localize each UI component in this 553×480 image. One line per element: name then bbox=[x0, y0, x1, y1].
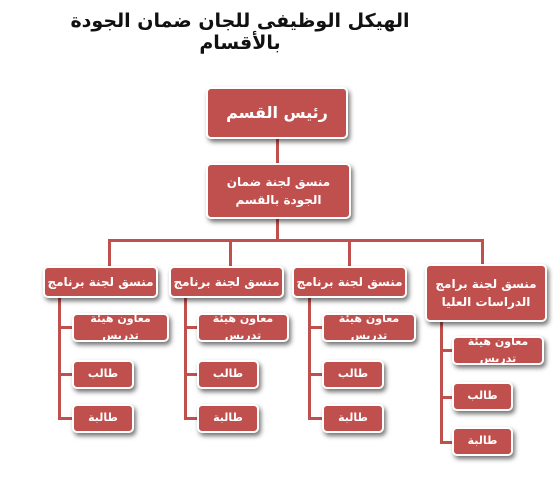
chart-title: الهيكل الوظيفى للجان ضمان الجودة بالأقسا… bbox=[70, 10, 410, 54]
connector-drop-branch-2 bbox=[229, 239, 232, 266]
connector-stub-branch-0-sub-1 bbox=[440, 396, 454, 399]
connector-drop-branch-1 bbox=[348, 239, 351, 266]
connector-stub-branch-3-sub-2 bbox=[58, 417, 74, 420]
connector-drop-branch-3 bbox=[108, 239, 111, 266]
female-student-label: طالبة bbox=[88, 411, 118, 425]
connector-stub-branch-1-sub-2 bbox=[308, 417, 324, 420]
connector-coordinator-bus bbox=[276, 219, 279, 241]
quality-coordinator-label-line1: منسق لجنة ضمان bbox=[226, 175, 331, 189]
male-student-label: طالب bbox=[337, 367, 369, 381]
connector-spine-branch-0 bbox=[440, 318, 443, 443]
department-head-label: رئيس القسم bbox=[226, 103, 328, 122]
female-student-label: طالبة bbox=[213, 411, 243, 425]
program-coordinator-label: منسق لجنة برامج bbox=[435, 277, 537, 291]
male-student-box: طالب bbox=[452, 382, 513, 411]
department-head-box: رئيس القسم bbox=[206, 87, 348, 139]
connector-spine-branch-1 bbox=[308, 298, 311, 420]
program-coordinator-label: منسق لجنة برنامج bbox=[173, 275, 280, 289]
assistant-staff-box: معاون هيئة تدريس bbox=[322, 312, 416, 342]
program-coordinator-box: منسق لجنة برنامج bbox=[43, 266, 158, 298]
male-student-box: طالب bbox=[322, 360, 384, 389]
connector-stub-branch-2-sub-1 bbox=[184, 373, 199, 376]
program-coordinator-box: منسق لجنة برامج الدراسات العليا bbox=[425, 264, 547, 322]
connector-stub-branch-3-sub-0 bbox=[58, 326, 74, 329]
male-student-label: طالب bbox=[212, 367, 244, 381]
male-student-box: طالب bbox=[197, 360, 259, 389]
assistant-staff-label: معاون هيئة تدريس bbox=[467, 335, 529, 365]
program-coordinator-label: منسق لجنة برنامج bbox=[296, 275, 403, 289]
assistant-staff-label: معاون هيئة تدريس bbox=[338, 312, 400, 342]
female-student-label: طالبة bbox=[338, 411, 368, 425]
connector-spine-branch-3 bbox=[58, 298, 61, 420]
connector-stub-branch-2-sub-2 bbox=[184, 417, 199, 420]
connector-stub-branch-1-sub-0 bbox=[308, 326, 324, 329]
male-student-label: طالب bbox=[87, 367, 119, 381]
connector-head-coordinator bbox=[276, 139, 279, 163]
female-student-label: طالبة bbox=[467, 434, 498, 448]
connector-stub-branch-0-sub-0 bbox=[440, 349, 454, 352]
female-student-box: طالبة bbox=[322, 404, 384, 433]
female-student-box: طالبة bbox=[197, 404, 259, 433]
program-coordinator-box: منسق لجنة برنامج bbox=[169, 266, 284, 298]
connector-stub-branch-1-sub-1 bbox=[308, 373, 324, 376]
program-coordinator-label: منسق لجنة برنامج bbox=[47, 275, 154, 289]
female-student-box: طالبة bbox=[452, 427, 513, 456]
assistant-staff-label: معاون هيئة تدريس bbox=[212, 312, 274, 342]
connector-spine-branch-2 bbox=[184, 298, 187, 420]
female-student-box: طالبة bbox=[72, 404, 134, 433]
connector-drop-branch-0 bbox=[481, 239, 484, 266]
connector-stub-branch-2-sub-0 bbox=[184, 326, 199, 329]
assistant-staff-box: معاون هيئة تدريس bbox=[197, 312, 289, 342]
program-coordinator-box: منسق لجنة برنامج bbox=[292, 266, 407, 298]
quality-coordinator-label-line2: الجودة بالقسم bbox=[235, 193, 322, 207]
assistant-staff-label: معاون هيئة تدريس bbox=[90, 312, 151, 342]
assistant-staff-box: معاون هيئة تدريس bbox=[72, 312, 169, 342]
male-student-box: طالب bbox=[72, 360, 134, 389]
connector-horizontal-bus bbox=[108, 239, 483, 242]
connector-stub-branch-0-sub-2 bbox=[440, 441, 454, 444]
assistant-staff-box: معاون هيئة تدريس bbox=[452, 335, 544, 365]
quality-coordinator-box: منسق لجنة ضمان الجودة بالقسم bbox=[206, 163, 351, 219]
program-coordinator-label-line2: الدراسات العليا bbox=[441, 295, 531, 309]
male-student-label: طالب bbox=[467, 389, 498, 403]
connector-stub-branch-3-sub-1 bbox=[58, 373, 74, 376]
